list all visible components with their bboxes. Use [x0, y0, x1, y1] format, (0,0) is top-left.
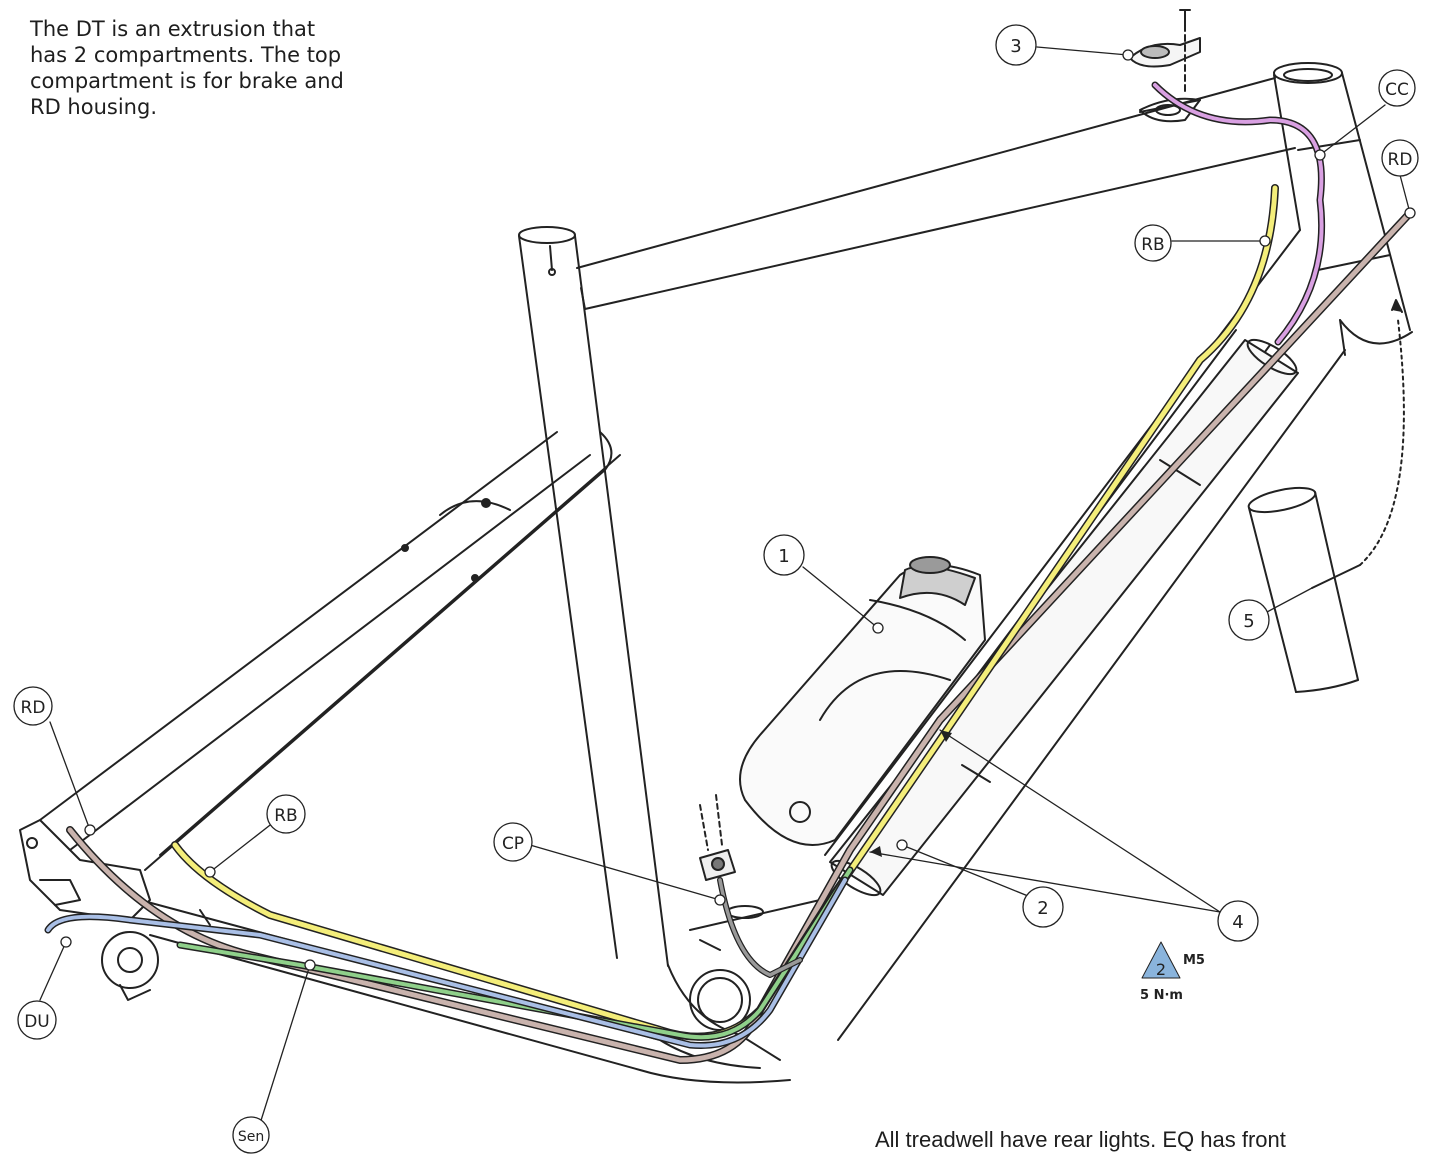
callout-5-label: 5 [1243, 611, 1254, 632]
cables [44, 81, 1414, 1064]
callout-cp: CP [493, 822, 533, 862]
torque-value: 2 [1156, 960, 1166, 979]
bottom-note: All treadwell have rear lights. EQ has f… [875, 1127, 1286, 1152]
torque-size: M5 [1183, 953, 1205, 968]
callout-rb-top: RB [1134, 224, 1172, 262]
callout-3: 3 [995, 24, 1037, 66]
seat-tube [518, 226, 669, 967]
callout-1-label: 1 [778, 546, 789, 567]
callout-rb-top-label: RB [1141, 235, 1164, 255]
top-note: The DT is an extrusion that has 2 compar… [30, 17, 344, 119]
rear-dropout [19, 819, 159, 1001]
callout-4-label: 4 [1232, 912, 1243, 933]
callout-2: 2 [1022, 886, 1064, 928]
rd-cable-housing [66, 209, 1414, 1064]
callout-rd-left-label: RD [21, 698, 46, 718]
callout-rd-left: RD [13, 686, 53, 726]
bottom-bracket [667, 899, 821, 1061]
water-bottle [739, 556, 986, 846]
callout-sen: Sen [232, 1116, 270, 1154]
callout-cp-label: CP [502, 834, 524, 854]
sensor-cable [176, 866, 854, 1041]
callout-cc-label: CC [1385, 80, 1409, 100]
callout-rb-left-label: RB [274, 806, 297, 826]
chain-stays [139, 899, 791, 1084]
callout-rb-left: RB [266, 794, 306, 834]
callout-rd-top: RD [1381, 139, 1419, 177]
callout-3-label: 3 [1010, 36, 1021, 57]
torque-badge: 2 M5 5 N·m [1140, 941, 1205, 1003]
callout-5: 5 [1228, 599, 1270, 641]
callout-rd-top-label: RD [1388, 150, 1413, 170]
bottom-cable-port [699, 794, 764, 919]
callout-2-label: 2 [1037, 898, 1048, 919]
torque-spec: 5 N·m [1140, 988, 1183, 1003]
callout-du: DU [17, 1000, 57, 1040]
callout-du-label: DU [24, 1012, 50, 1032]
callout-leaders [39, 46, 1416, 1131]
head-tube [1273, 62, 1413, 356]
fork-steerer [1247, 299, 1405, 693]
callout-cc: CC [1378, 69, 1416, 107]
seat-stays [39, 431, 621, 871]
callout-1: 1 [763, 534, 805, 576]
callout-4: 4 [1217, 900, 1259, 942]
top-tube [576, 77, 1296, 310]
callout-sen-label: Sen [238, 1129, 264, 1145]
top-cable-port [1129, 9, 1201, 123]
